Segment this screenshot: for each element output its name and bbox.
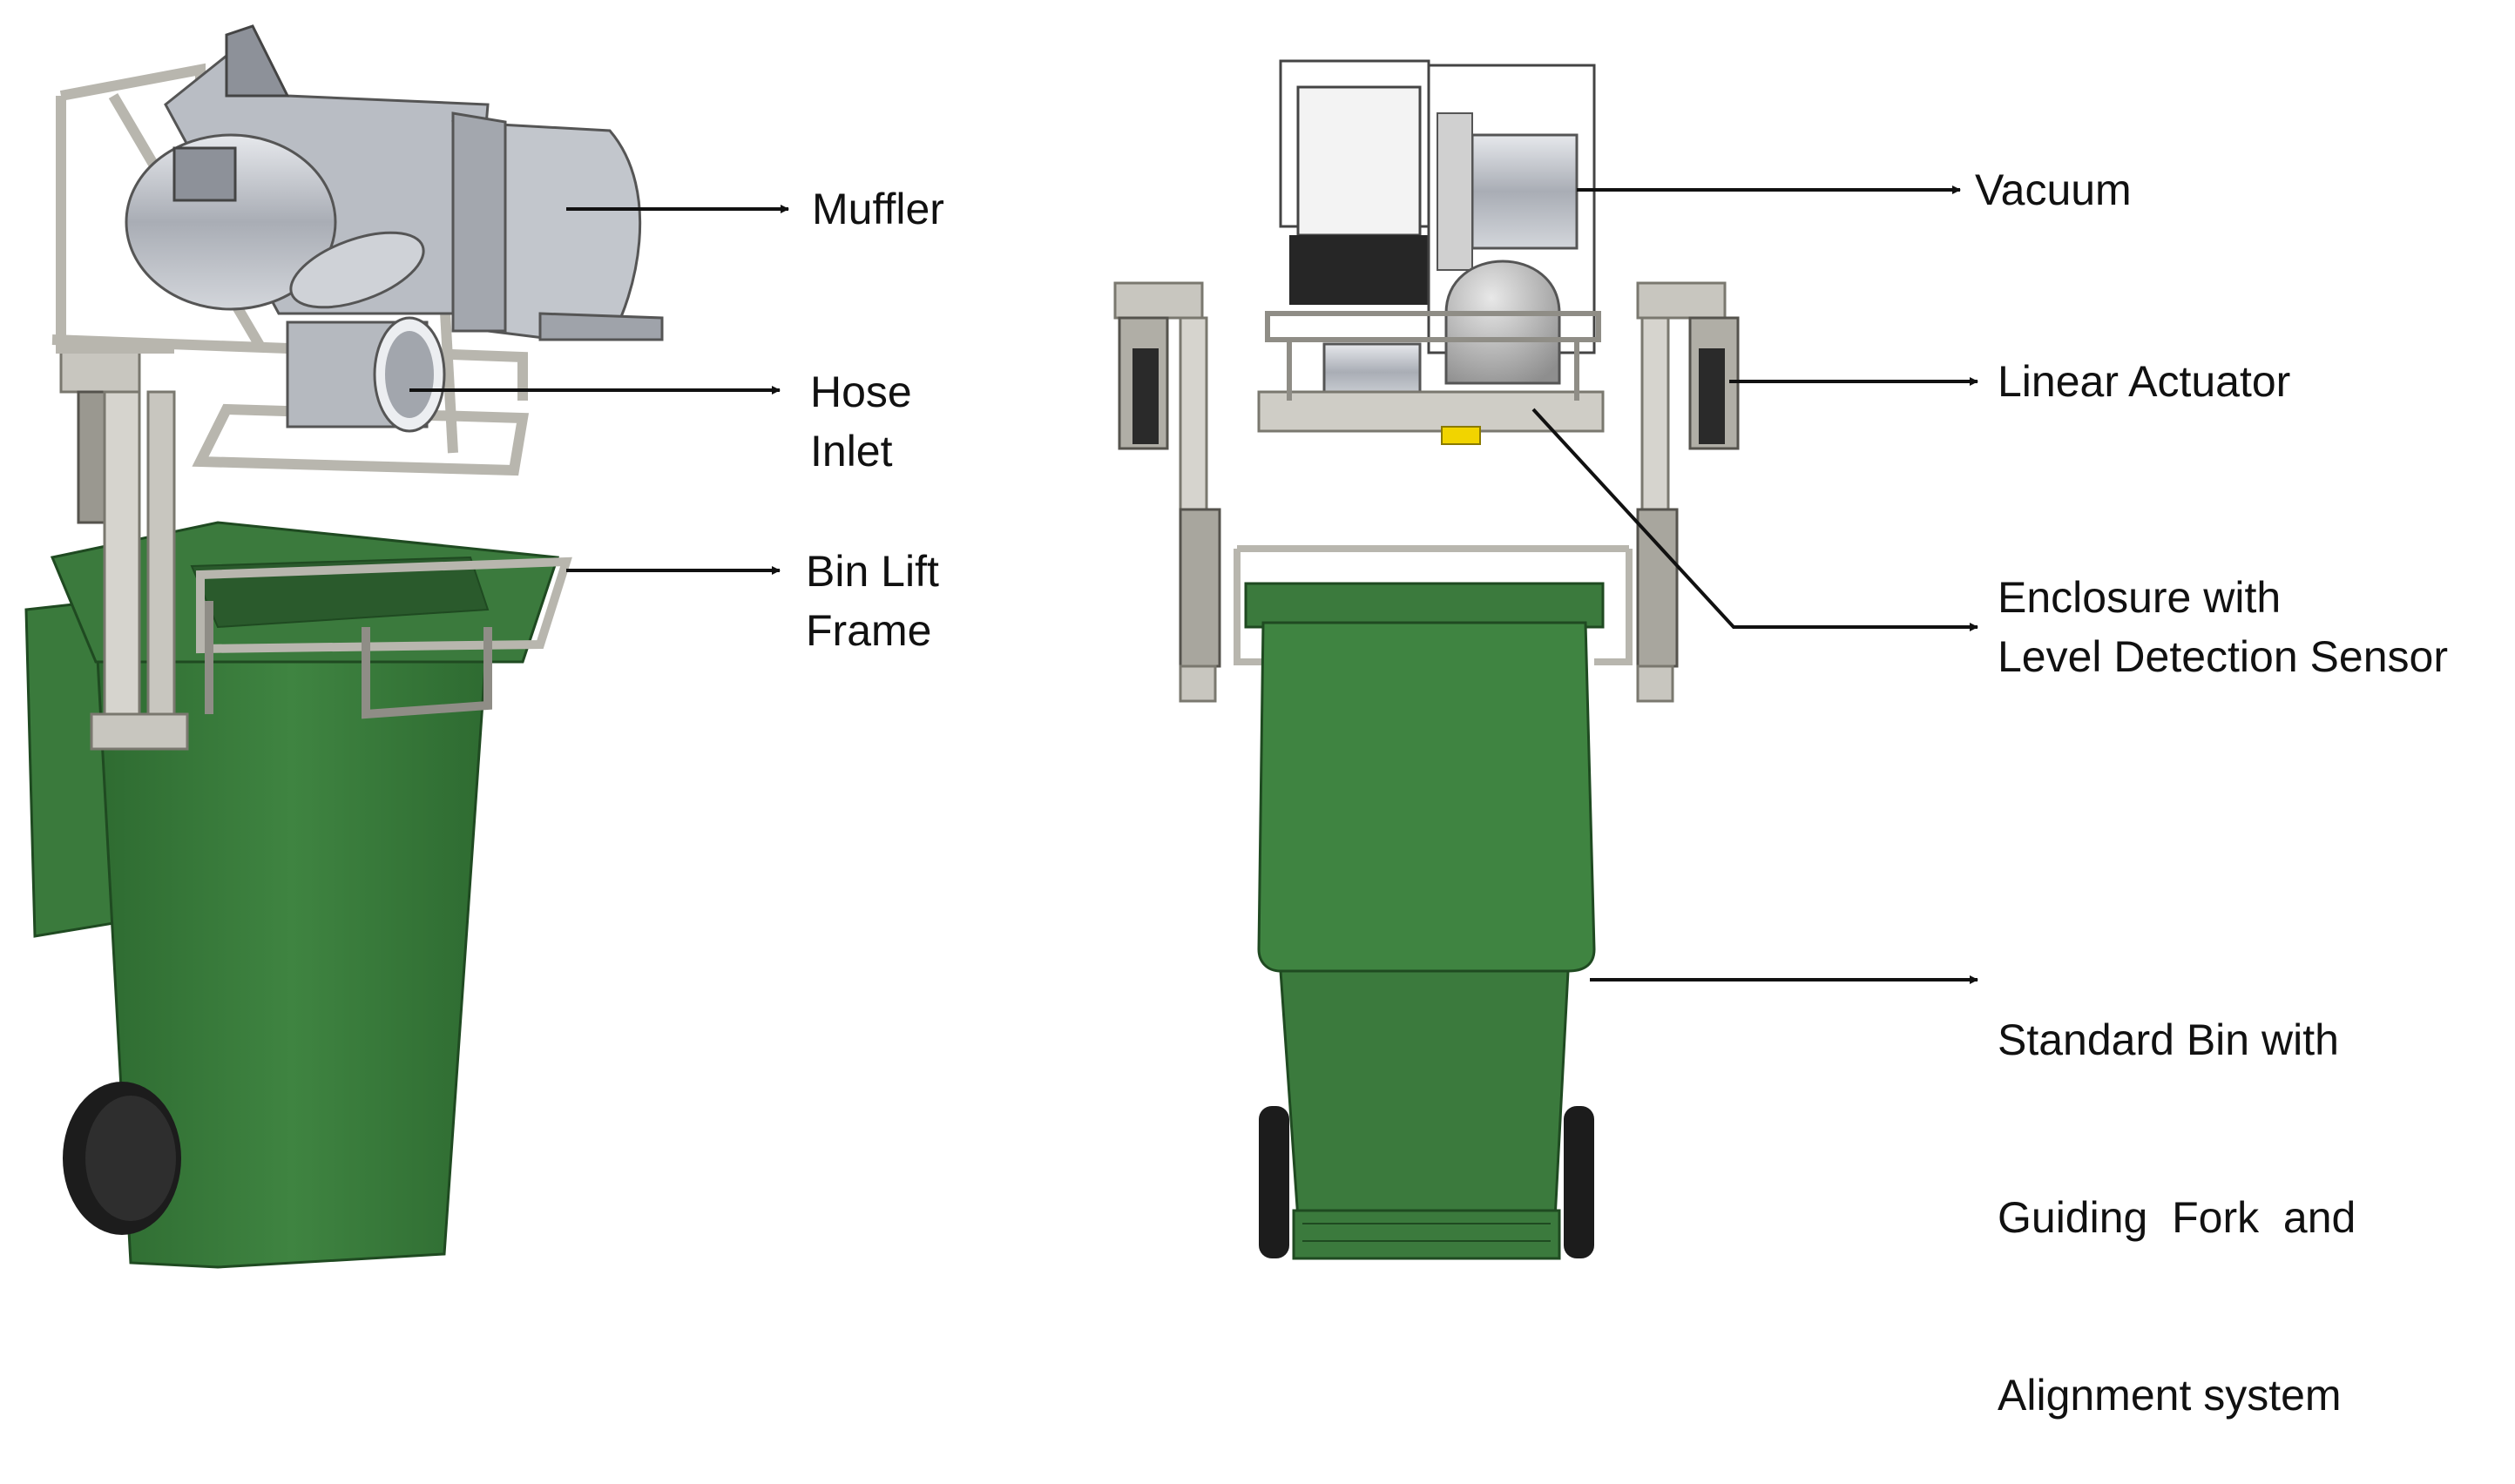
label-bin-lift-frame-line-1: Bin Lift [806, 547, 939, 596]
label-standard-bin-line-2: Guiding Fork and [1998, 1193, 2356, 1242]
muffler-assembly [125, 24, 664, 341]
bin-lift-frame [196, 556, 572, 719]
label-hose-inlet-line-2: Inlet [810, 427, 893, 476]
bin-lift-frame-rear [1234, 545, 1633, 665]
right-assembly-view [1113, 59, 1740, 1260]
bin-rear [1244, 582, 1605, 1260]
label-linear-actuator: Linear Actuator [1998, 357, 2291, 406]
label-standard-bin-line-1: Standard Bin with [1998, 1015, 2339, 1064]
vacuum-module [1279, 59, 1596, 402]
label-bin-lift-frame-line-2: Frame [806, 606, 932, 655]
label-vacuum: Vacuum [1975, 165, 2132, 214]
label-enclosure-line-2: Level Detection Sensor [1998, 632, 2448, 681]
label-enclosure-line-1: Enclosure with [1998, 573, 2282, 622]
label-enclosure: Enclosure with Level Detection Sensor [1998, 568, 2448, 686]
label-standard-bin: Standard Bin with Guiding Fork and Align… [1998, 892, 2356, 1484]
cad-diagram [24, 24, 1978, 1269]
label-standard-bin-line-3: Alignment system [1998, 1371, 2342, 1420]
callout-arrows [409, 186, 1978, 984]
actuator-rails-left [59, 338, 189, 751]
left-assembly-view [24, 24, 664, 1269]
label-bin-lift-frame: Bin Lift Frame [806, 542, 939, 660]
label-hose-inlet: Hose Inlet [810, 362, 912, 481]
left-linear-actuator [1113, 281, 1221, 703]
label-muffler: Muffler [812, 185, 944, 233]
hose-inlet-part [286, 231, 446, 433]
label-hose-inlet-line-1: Hose [810, 368, 912, 416]
right-linear-actuator [1636, 281, 1740, 703]
arrow-enclosure [1531, 408, 1978, 631]
